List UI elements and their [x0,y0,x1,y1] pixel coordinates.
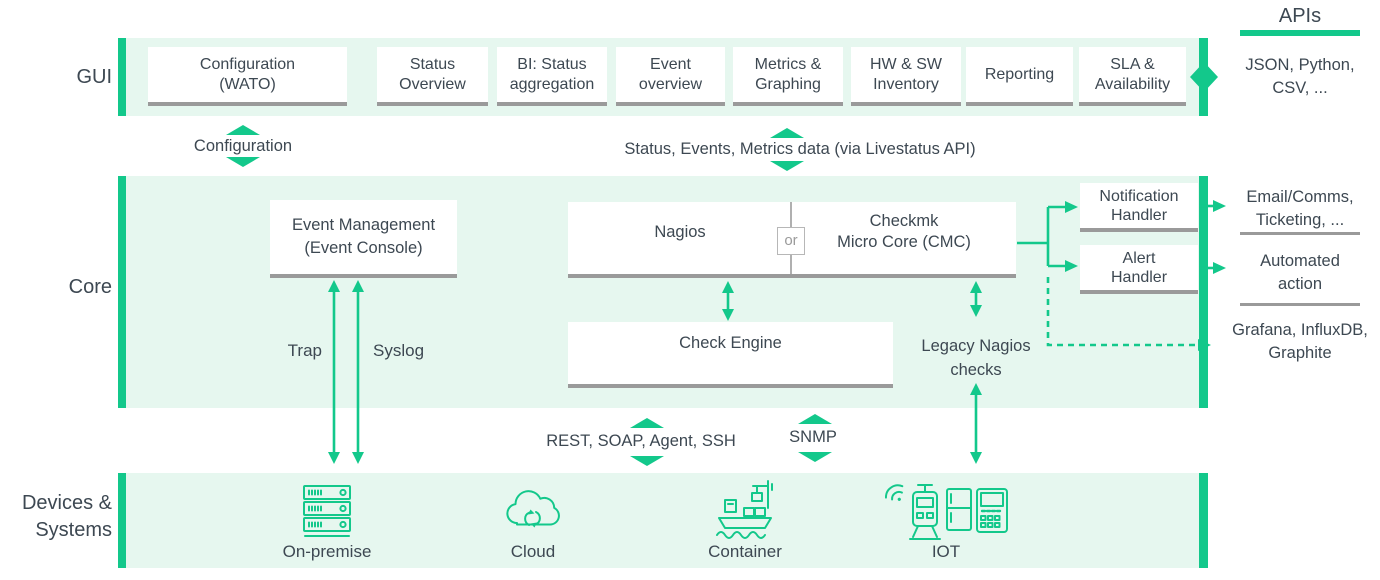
livestatus-arrow-up [770,128,804,138]
gui-box-sla-availability: SLA & Availability [1079,47,1186,106]
side-label-gui: GUI [76,66,112,88]
event-management-box: Event Management (Event Console) [270,200,457,278]
apis-formats-label: JSON, Python, CSV, ... [1245,56,1355,97]
gui-box-hw-sw-inventory: HW & SW Inventory [851,47,961,106]
control-panel-icon [976,488,1008,533]
gui-box-configuration: Configuration (WATO) [148,47,347,106]
or-label: or [784,232,798,250]
nagios-half: Nagios [568,222,792,255]
metrics-export-label: Grafana, InfluxDB, Graphite [1232,321,1368,362]
gui-box-status-overview: Status Overview [377,47,488,106]
fridge-icon [946,488,972,531]
output-divider-1 [1240,232,1360,235]
on-premise-label: On-premise [282,542,372,561]
core-band-left-bar [118,176,126,408]
or-connector: or [777,227,805,255]
cmc-label: Checkmk Micro Core (CMC) [837,212,971,251]
check-engine-box: Check Engine [568,322,893,388]
iot-label: IOT [931,542,961,561]
rest-arrow-up [630,418,664,428]
tram-icon [909,484,941,540]
nagios-label: Nagios [654,222,706,241]
container-ship-icon [711,478,779,540]
apis-underline [1240,30,1360,36]
cloud-label: Cloud [510,542,556,561]
gui-band-right-bar [1199,38,1208,116]
apis-title: APIs [1278,5,1322,27]
devices-band-left-bar [118,473,126,568]
automated-action-label: Automated action [1260,252,1340,293]
trap-label: Trap [287,341,322,360]
wifi-signal-icon [885,484,904,501]
syslog-label: Syslog [373,341,425,360]
legacy-nagios-label: Legacy Nagios checks [921,337,1031,379]
gui-band-left-bar [118,38,126,116]
gui-box-reporting: Reporting [966,47,1073,106]
alert-handler-box: Alert Handler [1080,245,1198,294]
configuration-arrow-down [226,157,260,167]
side-label-devices: Devices & Systems [21,492,112,541]
core-band-right-bar [1199,176,1208,408]
nagios-cmc-box: Nagios Checkmk Micro Core (CMC) or [568,202,1016,278]
livestatus-link-label: Status, Events, Metrics data (via Livest… [624,140,976,158]
rest-arrow-down [630,456,664,466]
snmp-arrow-down [798,452,832,462]
trap-arrowhead-down [328,452,340,464]
snmp-label: SNMP [789,428,837,446]
rest-soap-agent-ssh-label: REST, SOAP, Agent, SSH [546,432,736,450]
configuration-arrow-up [226,125,260,135]
notification-handler-box: Notification Handler [1080,183,1198,232]
configuration-link-label: Configuration [193,137,293,155]
server-rack-icon [301,484,353,540]
side-label-core: Core [68,276,112,298]
gui-box-event-overview: Event overview [616,47,725,106]
gui-box-metrics-graphing: Metrics & Graphing [733,47,843,106]
cloud-sync-icon [501,482,567,538]
snmp-arrow-up [798,414,832,424]
gui-box-bi-aggregation: BI: Status aggregation [497,47,607,106]
devices-band-right-bar [1199,473,1208,568]
syslog-arrowhead-down [352,452,364,464]
iot-devices-icon [885,482,1017,542]
email-ticketing-label: Email/Comms, Ticketing, ... [1246,188,1354,229]
legacy-devices-head-down [970,452,982,464]
output-divider-2 [1240,303,1360,306]
cmc-half: Checkmk Micro Core (CMC) [792,211,1016,265]
container-label: Container [708,542,782,561]
livestatus-arrow-down [770,161,804,171]
